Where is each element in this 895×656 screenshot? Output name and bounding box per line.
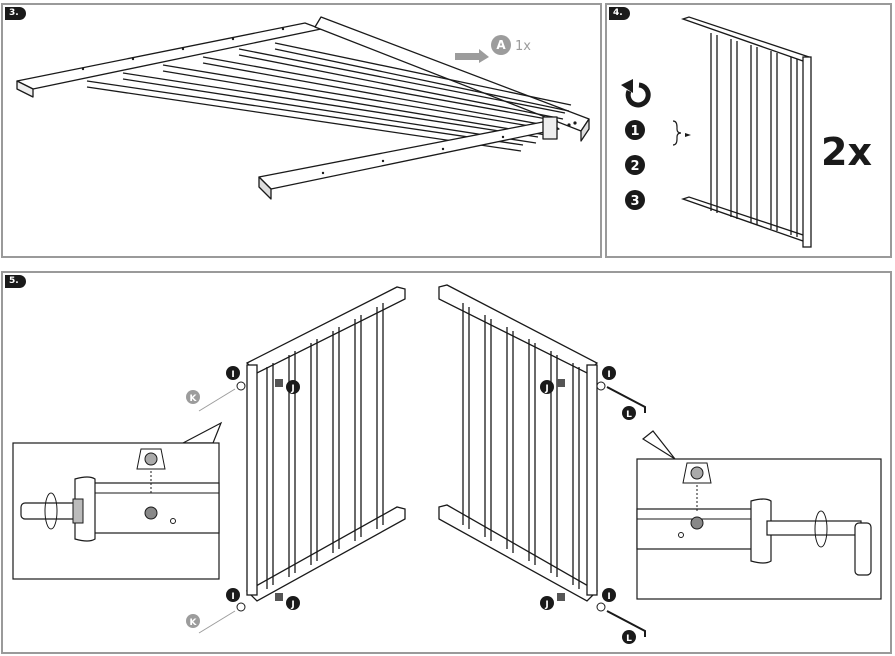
right-bottom-hardware: I J L: [540, 588, 646, 644]
step-3-illustration: A 1x: [16, 16, 590, 200]
svg-text:I: I: [231, 592, 234, 602]
svg-text:J: J: [544, 384, 548, 394]
svg-text:1: 1: [630, 124, 639, 139]
step-4-panel: 4. 1 2 3: [605, 3, 892, 258]
step-5-illustration: I K J I K J I J: [12, 284, 882, 644]
insert-direction-arrow-icon: [455, 49, 489, 63]
part-badge-i-3: I: [602, 366, 616, 380]
part-qty-a: 1x: [515, 39, 531, 54]
step-4-tag: 4.: [609, 7, 630, 20]
allen-wrench-icon: [606, 386, 646, 413]
svg-text:L: L: [626, 634, 632, 644]
part-badge-j-4: J: [540, 596, 554, 610]
left-detail-inset: [12, 421, 223, 580]
svg-text:I: I: [607, 370, 610, 380]
part-badge-j: J: [286, 380, 300, 394]
left-bottom-hardware: I K J: [186, 588, 300, 634]
brace: [672, 120, 682, 146]
step-5-panel: 5. I: [1, 271, 892, 654]
step-3-panel: 3.: [1, 3, 602, 258]
part-badge-i: I: [226, 366, 240, 380]
part-badge-i-2: I: [226, 588, 240, 602]
svg-text:K: K: [190, 394, 198, 404]
part-badge-l-2: L: [622, 630, 636, 644]
left-top-hardware: I K J: [186, 366, 300, 412]
svg-text:J: J: [290, 600, 294, 610]
svg-text:J: J: [544, 600, 548, 610]
right-top-hardware: I J L: [540, 366, 646, 420]
svg-text:L: L: [626, 410, 632, 420]
sequence-step-3: 3: [625, 190, 645, 210]
cam-nut-icon: [144, 506, 158, 520]
sequence-step-2: 2: [625, 155, 645, 175]
part-badge-j-2: J: [286, 596, 300, 610]
svg-text:J: J: [290, 384, 294, 394]
quantity-multiplier: 2x: [821, 130, 872, 174]
step-4-illustration: 1 2 3 2x: [621, 16, 872, 248]
allen-wrench-icon-2: [606, 610, 646, 637]
right-gate-panel: [438, 284, 599, 602]
svg-text:I: I: [607, 592, 610, 602]
part-badge-l: L: [622, 406, 636, 420]
part-badge-k: K: [186, 390, 200, 404]
part-badge-j-3: J: [540, 380, 554, 394]
sequence-step-1: 1: [625, 120, 645, 140]
step-3-tag: 3.: [5, 7, 26, 20]
part-badge-i-4: I: [602, 588, 616, 602]
part-letter-a: A: [496, 38, 506, 52]
svg-text:3: 3: [630, 194, 639, 209]
left-gate-panel: [245, 286, 406, 602]
gate-side-panel: [680, 16, 812, 248]
svg-text:K: K: [190, 618, 198, 628]
part-badge-a: A 1x: [491, 35, 531, 55]
svg-text:I: I: [231, 370, 234, 380]
right-detail-inset: [636, 430, 882, 600]
step-5-tag: 5.: [5, 275, 26, 288]
svg-text:2: 2: [630, 159, 639, 174]
part-badge-k-2: K: [186, 614, 200, 628]
rotate-counterclockwise-icon: [621, 79, 651, 108]
